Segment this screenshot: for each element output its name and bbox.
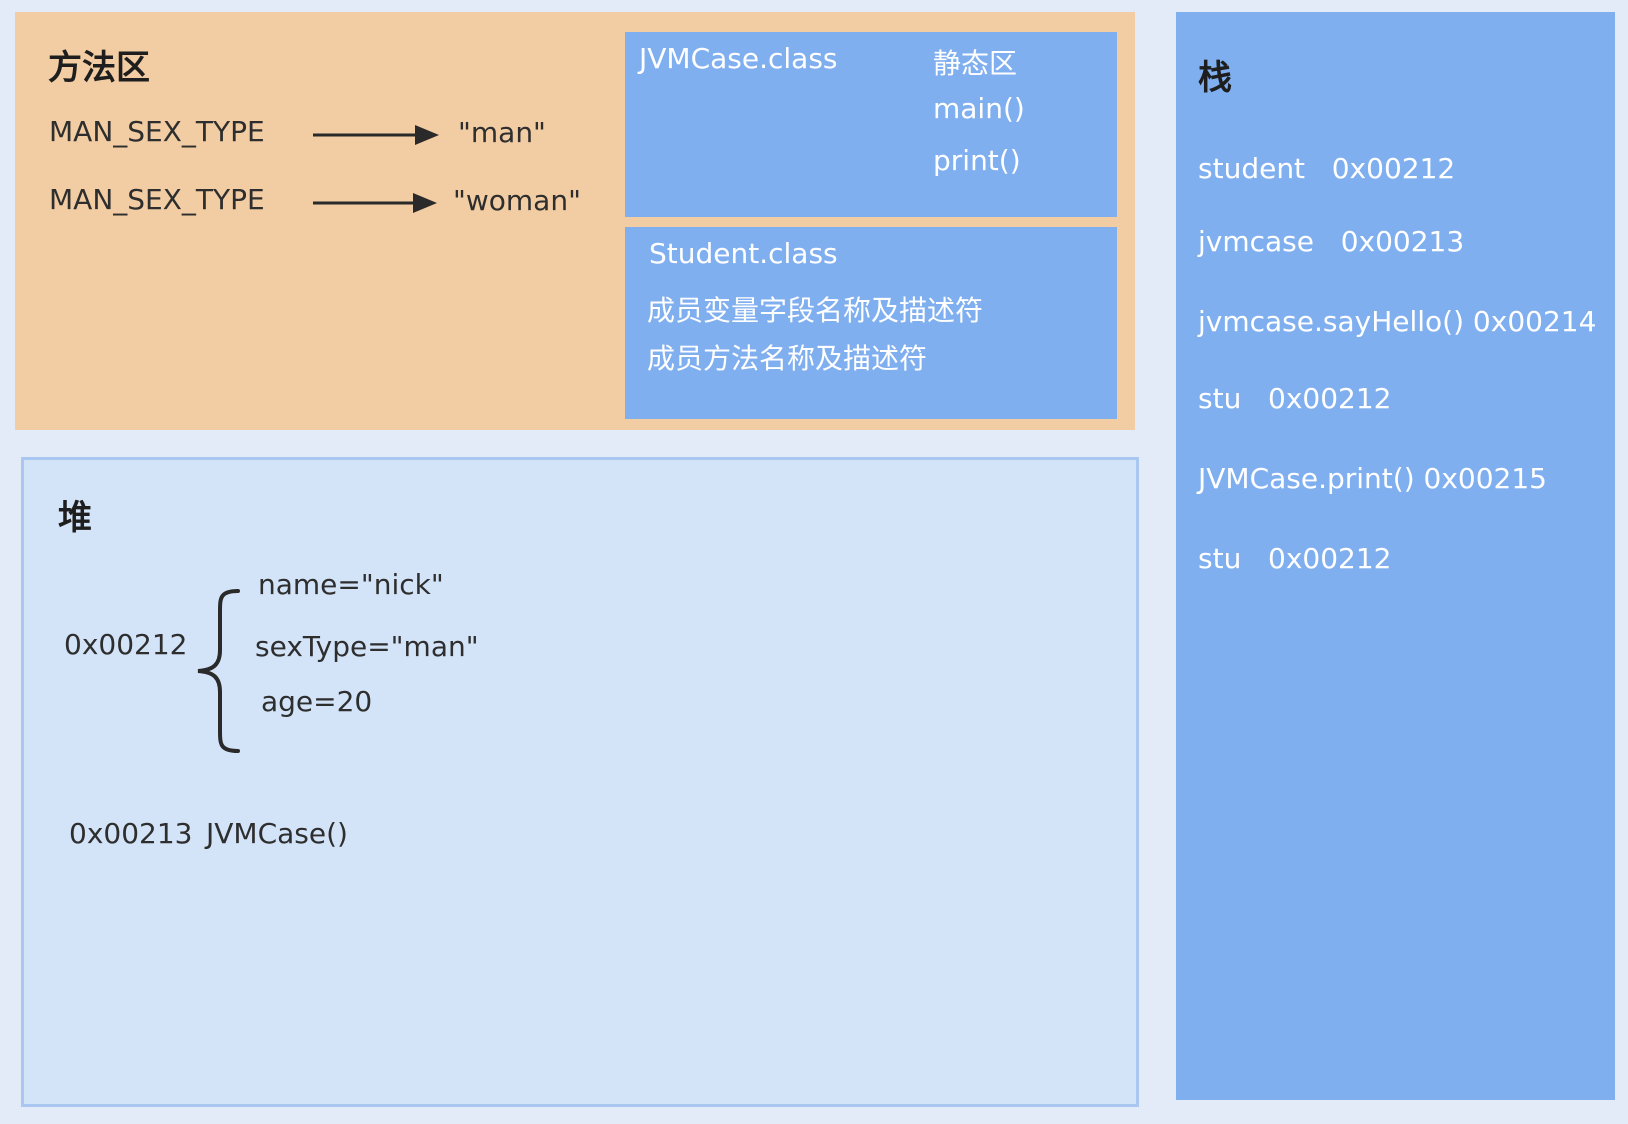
stack-item: stu 0x00212 (1198, 382, 1392, 415)
student-class-line: 成员方法名称及描述符 (647, 342, 928, 375)
method-main: main() (933, 92, 1025, 125)
stack-title: 栈 (1198, 58, 1232, 98)
stack-item: JVMCase.print() 0x00215 (1198, 462, 1547, 495)
stack-panel: 栈 student 0x00212 jvmcase 0x00213 jvmcas… (1176, 12, 1615, 1100)
jvmcase-class-name: JVMCase.class (639, 42, 838, 75)
constant-value: "man" (458, 116, 546, 149)
heap-field: name="nick" (258, 568, 444, 601)
arrow-right-icon (313, 193, 437, 213)
stack-item: stu 0x00212 (1198, 542, 1392, 575)
method-print: print() (933, 144, 1021, 177)
curly-brace-icon (197, 589, 240, 753)
constant-name: MAN_SEX_TYPE (49, 183, 265, 216)
arrow-right-icon (313, 125, 439, 145)
method-area-title: 方法区 (48, 48, 150, 88)
method-area-panel: 方法区 MAN_SEX_TYPE "man" MAN_SEX_TYPE "wom… (15, 12, 1135, 430)
student-class-name: Student.class (649, 237, 838, 270)
heap-title: 堆 (58, 498, 92, 538)
jvmcase-class-box: JVMCase.class 静态区 main() print() (625, 32, 1117, 217)
heap-field: age=20 (261, 685, 373, 718)
stack-item: jvmcase.sayHello() 0x00214 (1198, 305, 1597, 338)
stack-item: student 0x00212 (1198, 152, 1456, 185)
heap-object-address: 0x00213 (69, 817, 193, 850)
stack-item: jvmcase 0x00213 (1198, 225, 1465, 258)
student-class-line: 成员变量字段名称及描述符 (647, 294, 984, 327)
heap-field: sexType="man" (255, 630, 479, 663)
heap-panel: 堆 0x00212 name="nick" sexType="man" age=… (21, 457, 1139, 1107)
constant-value: "woman" (453, 184, 581, 217)
student-class-box: Student.class 成员变量字段名称及描述符 成员方法名称及描述符 (625, 227, 1117, 419)
heap-object-label: JVMCase() (206, 817, 348, 850)
static-area-label: 静态区 (933, 47, 1018, 80)
constant-name: MAN_SEX_TYPE (49, 115, 265, 148)
heap-object-address: 0x00212 (64, 628, 188, 661)
